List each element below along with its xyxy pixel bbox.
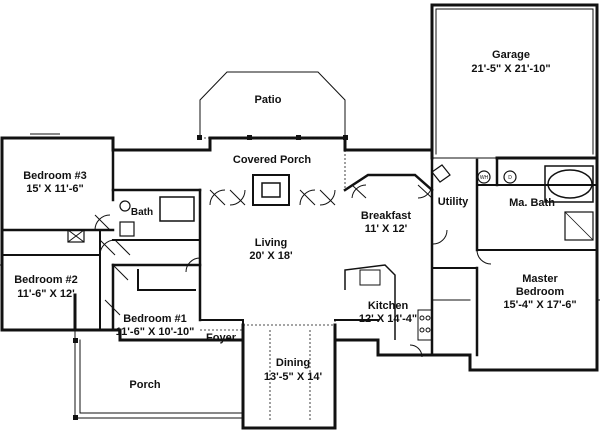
openings <box>200 137 433 420</box>
garage-label: Garage <box>492 49 530 61</box>
washer-label: WH <box>480 175 489 181</box>
breakfast-label: Breakfast <box>361 210 411 222</box>
bedroom-3-label: Bedroom #3 <box>23 170 87 182</box>
master-bedroom-label-1: Master <box>522 273 558 285</box>
master-bedroom-dims: 15'-4" X 17'-6" <box>503 299 576 311</box>
garage-dims: 21'-5" X 21'-10" <box>471 63 550 75</box>
patio-label: Patio <box>255 94 282 106</box>
dryer-icon <box>503 170 517 184</box>
bedroom-2-dims: 11'-6" X 12' <box>17 288 75 300</box>
fireplace-icon <box>252 174 290 206</box>
breakfast-dims: 11' X 12' <box>365 223 408 235</box>
kitchen-dims: 12' X 14'-4" <box>359 313 417 325</box>
living-dims: 20' X 18' <box>249 250 293 262</box>
utility-label: Utility <box>438 196 469 208</box>
fixture-labels: WH D <box>480 175 512 181</box>
washer-icon <box>477 170 491 184</box>
foyer-label: Foyer <box>206 332 237 344</box>
bedroom-1-label: Bedroom #1 <box>123 313 187 325</box>
toilet-icon <box>119 200 131 212</box>
fixtures <box>67 164 594 341</box>
dining-dims: 13'-5" X 14' <box>264 371 323 383</box>
living-label: Living <box>255 237 287 249</box>
columns <box>73 135 348 420</box>
master-bedroom-label-2: Bedroom <box>516 286 565 298</box>
kitchen-counter <box>344 264 396 340</box>
room-labels: Garage 21'-5" X 21'-10" Patio Covered Po… <box>14 49 576 391</box>
outer-wall-north <box>0 136 434 160</box>
door-swings <box>94 184 492 358</box>
covered-porch-label: Covered Porch <box>233 154 312 166</box>
kitchen-label: Kitchen <box>368 300 409 312</box>
porch-label: Porch <box>129 379 160 391</box>
dining-label: Dining <box>276 357 310 369</box>
garage-wall <box>430 3 599 160</box>
master-bath-label: Ma. Bath <box>509 197 555 209</box>
bath-label: Bath <box>131 207 153 218</box>
master-tub-icon <box>547 169 593 199</box>
windows <box>0 133 600 371</box>
tub-icon <box>159 196 195 222</box>
bedroom-1-dims: 11'-6" X 10'-10" <box>116 326 195 338</box>
dryer-label: D <box>508 175 512 181</box>
bedroom-3-dims: 15' X 11'-6" <box>26 183 84 195</box>
bedroom-2-label: Bedroom #2 <box>14 274 78 286</box>
